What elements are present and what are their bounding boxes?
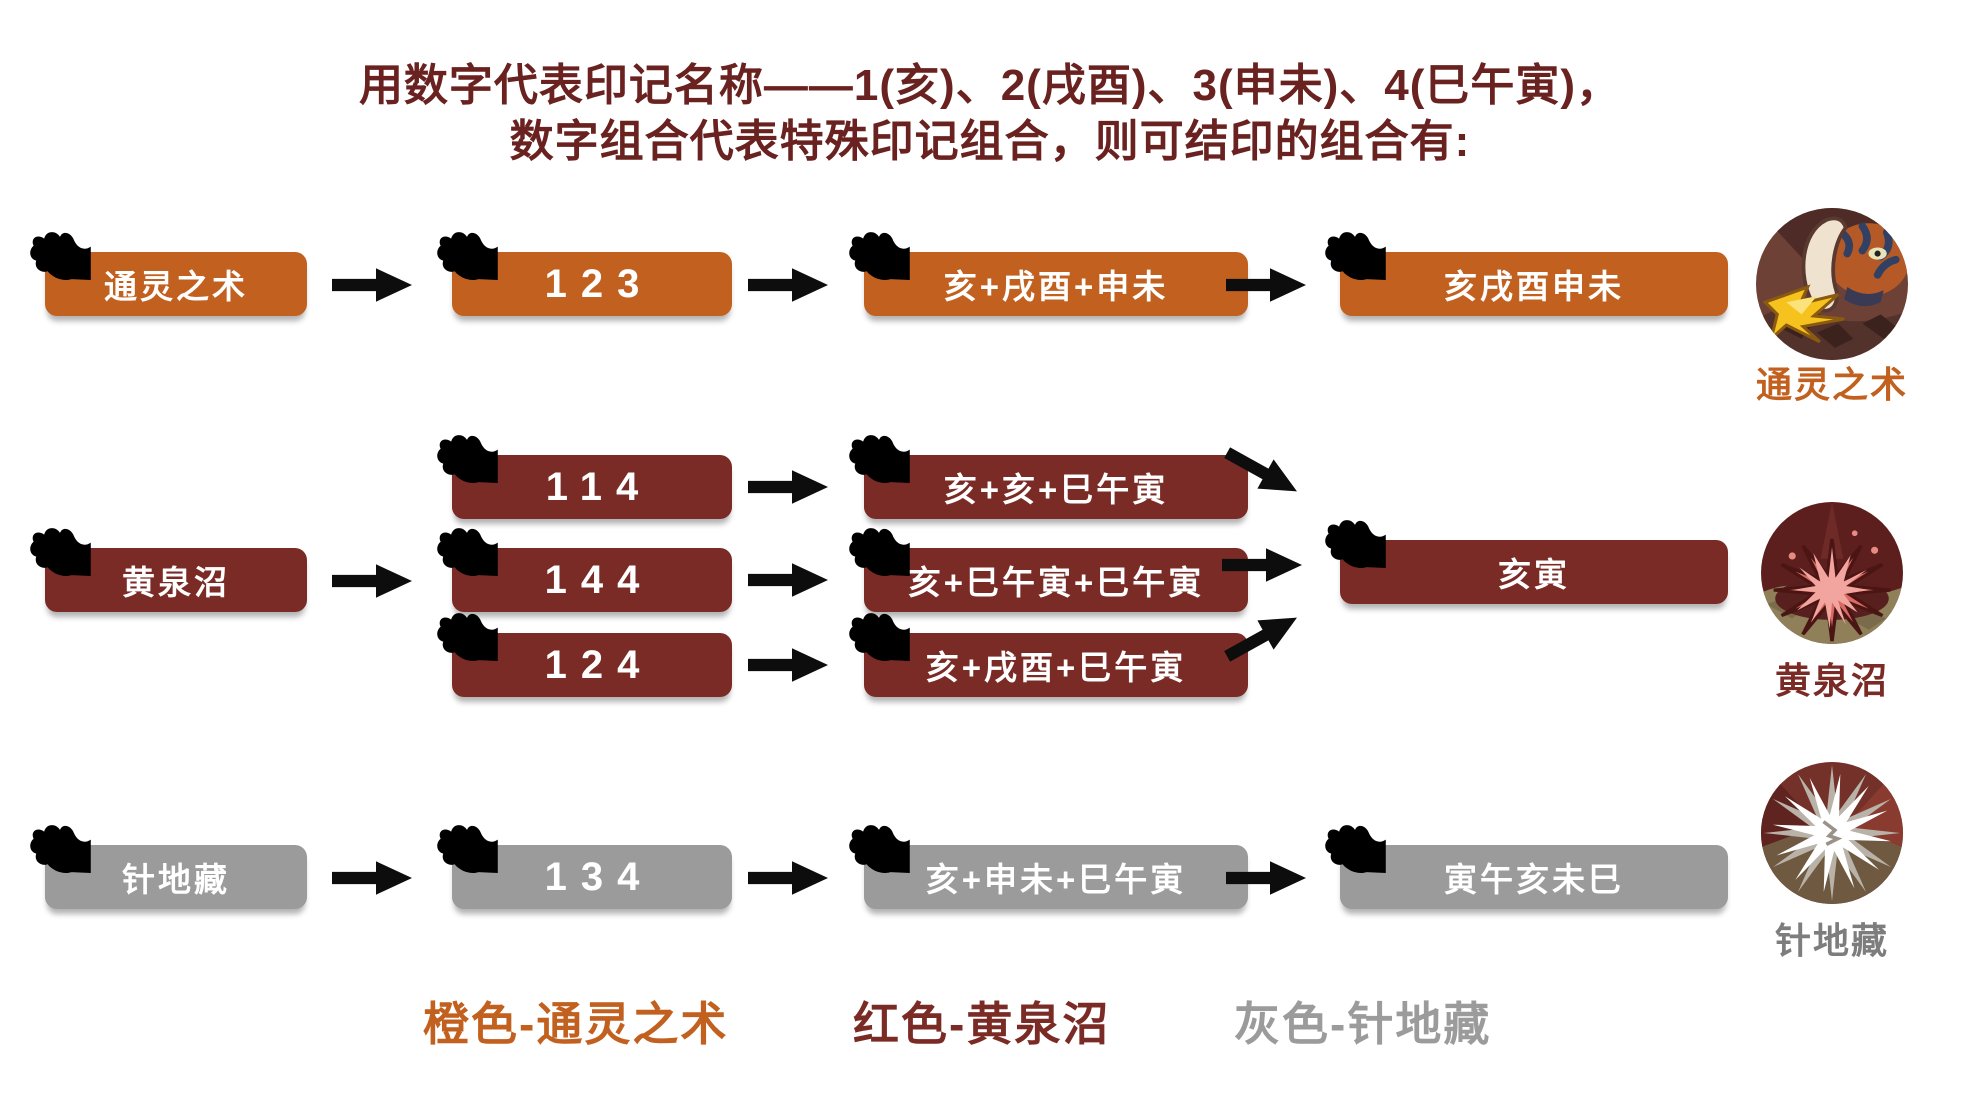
summoning-jutsu-icon [1756, 208, 1908, 360]
arrow-right-icon [748, 563, 828, 597]
row2-code-label-124: 124 [544, 642, 654, 687]
row2-result-box: 亥寅 [1325, 520, 1728, 604]
row3-code-label: 134 [544, 854, 654, 899]
row1-formula-label: 亥+戌酉+申未 [943, 268, 1169, 305]
row2-code-label-114: 114 [545, 464, 653, 509]
row2-result-label: 亥寅 [1498, 556, 1570, 593]
row2-formula-box-114: 亥+亥+巳午寅 [849, 435, 1248, 519]
row2-code-box-144: 144 [437, 528, 732, 612]
arrow-right-icon [332, 861, 412, 895]
flame-icon [849, 232, 910, 280]
row3-formula-box: 亥+申未+巳午寅 [849, 825, 1248, 909]
row2-formula-label-144: 亥+巳午寅+巳午寅 [907, 564, 1205, 601]
flame-icon [849, 528, 910, 576]
arrow-right-icon [748, 470, 828, 504]
row1-code-box: 123 [437, 232, 732, 316]
row2-code-label-144: 144 [544, 557, 654, 602]
arrow-right-icon [748, 268, 828, 302]
needle-jizo-icon [1761, 762, 1903, 904]
title-line-1: 用数字代表印记名称——1(亥)、2(戌酉)、3(申未)、4(巳午寅)， [358, 61, 1622, 110]
flame-icon [437, 613, 498, 661]
legend-red: 红色-黄泉沼 [853, 998, 1111, 1050]
flame-icon [1325, 825, 1386, 873]
legend-gray: 灰色-针地藏 [1234, 998, 1492, 1050]
flame-icon [30, 528, 91, 576]
flame-icon [30, 232, 91, 280]
flame-icon [30, 825, 91, 873]
yomi-swamp-caption: 黄泉沼 [1774, 660, 1889, 701]
flame-icon [1325, 232, 1386, 280]
summoning-jutsu-caption: 通灵之术 [1755, 364, 1908, 405]
row2-formula-box-124: 亥+戌酉+巳午寅 [849, 613, 1248, 697]
row1-result-label: 亥戌酉申未 [1444, 268, 1624, 305]
arrow-right-icon [332, 564, 412, 598]
row1-code-label: 123 [544, 261, 654, 306]
flame-icon [437, 232, 498, 280]
row3-name-label: 针地藏 [122, 861, 230, 898]
flame-icon [437, 528, 498, 576]
row3-result-box: 寅午亥未巳 [1325, 825, 1728, 909]
row1-name-box: 通灵之术 [30, 232, 307, 316]
flame-icon [849, 435, 910, 483]
row1-formula-box: 亥+戌酉+申未 [849, 232, 1248, 316]
flame-icon [1325, 520, 1386, 568]
row2-formula-label-124: 亥+戌酉+巳午寅 [925, 649, 1187, 686]
row2-formula-box-144: 亥+巳午寅+巳午寅 [849, 528, 1248, 612]
title-line-2: 数字组合代表特殊印记组合，则可结印的组合有: [509, 117, 1471, 166]
row2-formula-label-114: 亥+亥+巳午寅 [943, 471, 1169, 508]
row2-code-box-114: 114 [437, 435, 732, 519]
row2-code-box-124: 124 [437, 613, 732, 697]
row2-name-label: 黄泉沼 [122, 564, 230, 601]
arrow-right-icon [748, 861, 828, 895]
page-title: 用数字代表印记名称——1(亥)、2(戌酉)、3(申未)、4(巳午寅)， 数字组合… [0, 58, 1980, 170]
row3-code-box: 134 [437, 825, 732, 909]
row3-result-label: 寅午亥未巳 [1444, 861, 1624, 898]
row1-result-box: 亥戌酉申未 [1325, 232, 1728, 316]
flame-icon [849, 613, 910, 661]
arrow-right-icon [332, 268, 412, 302]
arrow-right-icon [748, 648, 828, 682]
row3-formula-label: 亥+申未+巳午寅 [925, 861, 1187, 898]
row2-name-box: 黄泉沼 [30, 528, 307, 612]
yomi-swamp-icon [1761, 502, 1903, 644]
legend-orange: 橙色-通灵之术 [423, 998, 729, 1050]
flame-icon [849, 825, 910, 873]
flame-icon [437, 435, 498, 483]
row1-name-label: 通灵之术 [104, 268, 248, 305]
flame-icon [437, 825, 498, 873]
row3-name-box: 针地藏 [30, 825, 307, 909]
needle-jizo-caption: 针地藏 [1774, 920, 1889, 961]
